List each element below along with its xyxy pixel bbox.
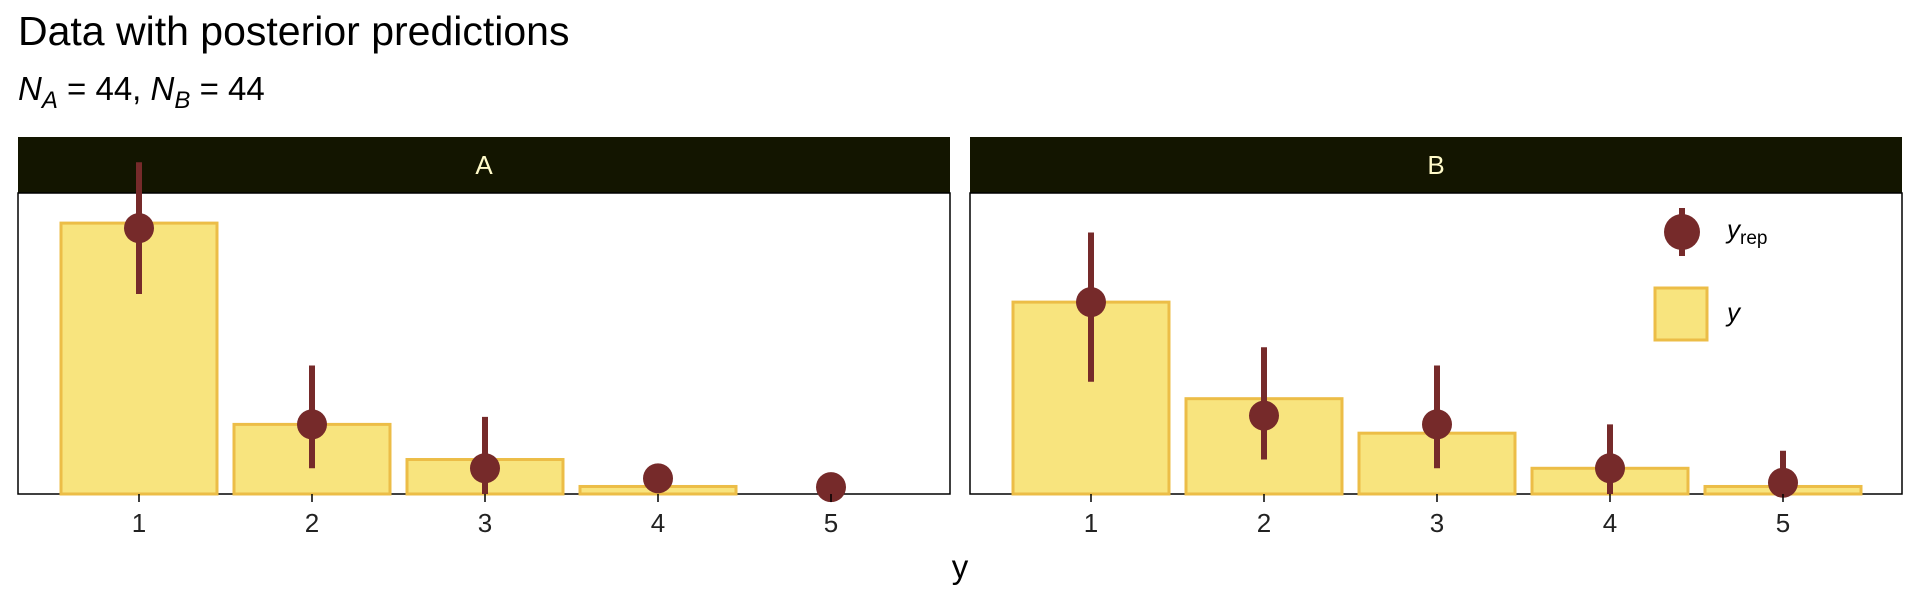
n-b-value: = 44 [199,70,265,107]
chart-title: Data with posterior predictions [18,8,570,54]
x-tick-label-a-4: 4 [651,508,665,538]
point-b-4 [1595,453,1625,484]
x-tick-label-b-2: 2 [1257,508,1271,538]
point-a-2 [297,409,327,440]
point-b-5 [1768,467,1798,498]
x-tick-label-a-3: 3 [478,508,492,538]
legend-y-swatch [1653,286,1709,342]
x-tick-label-b-1: 1 [1084,508,1098,538]
facet-strip-b [970,137,1902,193]
legend-yrep-point [1664,214,1700,250]
point-b-1 [1076,287,1106,318]
n-b-symbol: N [150,70,175,107]
legend-yrep-label: yrep [1725,214,1767,249]
n-a-symbol: N [18,70,42,107]
x-tick-label-b-3: 3 [1430,508,1444,538]
n-b-subscript: B [174,87,191,114]
point-a-5 [816,472,846,503]
x-tick-label-a-5: 5 [824,508,838,538]
point-a-4 [643,463,673,494]
chart-subtitle: NA = 44, NB = 44 [18,70,265,115]
point-a-3 [470,453,500,484]
facet-label-a: A [475,150,493,180]
n-a-subscript: A [41,87,58,114]
n-a-value: = 44, [67,70,142,107]
facet-label-b: B [1427,150,1444,180]
x-tick-label-b-4: 4 [1603,508,1617,538]
point-b-2 [1249,400,1279,431]
point-a-1 [124,213,154,244]
point-b-3 [1422,409,1452,440]
x-tick-label-a-2: 2 [305,508,319,538]
x-tick-label-b-5: 5 [1776,508,1790,538]
x-tick-label-a-1: 1 [132,508,146,538]
x-axis-label: y [952,548,969,585]
facet-strip-a [18,137,950,193]
legend-y-label: y [1725,297,1742,327]
